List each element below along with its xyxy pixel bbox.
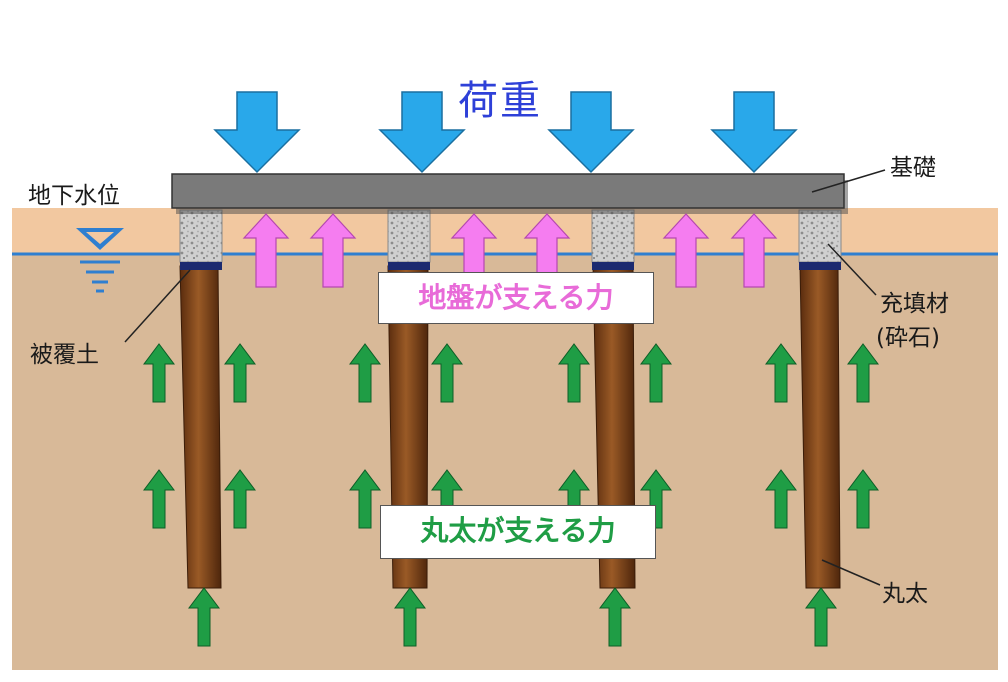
up-arrow-icon	[765, 343, 797, 403]
up-arrow-icon	[242, 213, 290, 288]
down-arrow-icon	[547, 91, 635, 174]
filler-cap-2	[387, 209, 431, 270]
water-level-symbol-icon	[76, 228, 124, 293]
log-label: 丸太	[882, 581, 928, 607]
leader-foundation	[811, 169, 886, 193]
ground-support-label: 地盤が支える力	[378, 272, 654, 324]
down-arrow-icon	[378, 91, 466, 174]
up-arrow-icon	[188, 587, 220, 647]
up-arrow-icon	[640, 343, 672, 403]
up-arrow-icon	[730, 213, 778, 288]
up-arrow-icon	[143, 343, 175, 403]
up-arrow-icon	[847, 469, 879, 529]
up-arrow-icon	[143, 469, 175, 529]
up-arrow-icon	[224, 343, 256, 403]
filler-subtitle-label: (砕石)	[876, 325, 940, 351]
ground-support-arrows	[242, 213, 778, 288]
up-arrow-icon	[349, 343, 381, 403]
filler-cap-3	[591, 209, 635, 270]
down-arrow-icon	[710, 91, 798, 174]
down-arrow-icon	[213, 91, 301, 174]
up-arrow-icon	[640, 469, 672, 529]
foundation-slab	[171, 173, 845, 209]
filler-cap-1	[179, 209, 223, 270]
up-arrow-icon	[309, 213, 357, 288]
log-support-arrows	[143, 343, 879, 647]
up-arrow-icon	[847, 343, 879, 403]
up-arrow-icon	[558, 343, 590, 403]
up-arrow-icon	[805, 587, 837, 647]
groundwater-level-label: 地下水位	[28, 183, 120, 209]
leader-cover-soil	[124, 269, 191, 343]
foundation-label: 基礎	[890, 155, 936, 181]
leader-log	[821, 559, 881, 586]
up-arrow-icon	[394, 587, 426, 647]
up-arrow-icon	[662, 213, 710, 288]
up-arrow-icon	[349, 469, 381, 529]
wet-soil-layer	[12, 208, 998, 254]
cover-soil-label: 被覆土	[30, 342, 99, 368]
load-arrows	[213, 91, 798, 174]
up-arrow-icon	[599, 587, 631, 647]
up-arrow-icon	[431, 343, 463, 403]
log-4	[799, 265, 841, 589]
filler-label: 充填材	[880, 291, 949, 317]
filler-cap-4	[798, 209, 842, 270]
up-arrow-icon	[224, 469, 256, 529]
up-arrow-icon	[765, 469, 797, 529]
load-label: 荷重	[458, 78, 542, 124]
leader-filler	[827, 243, 877, 296]
log-support-label: 丸太が支える力	[380, 505, 656, 559]
